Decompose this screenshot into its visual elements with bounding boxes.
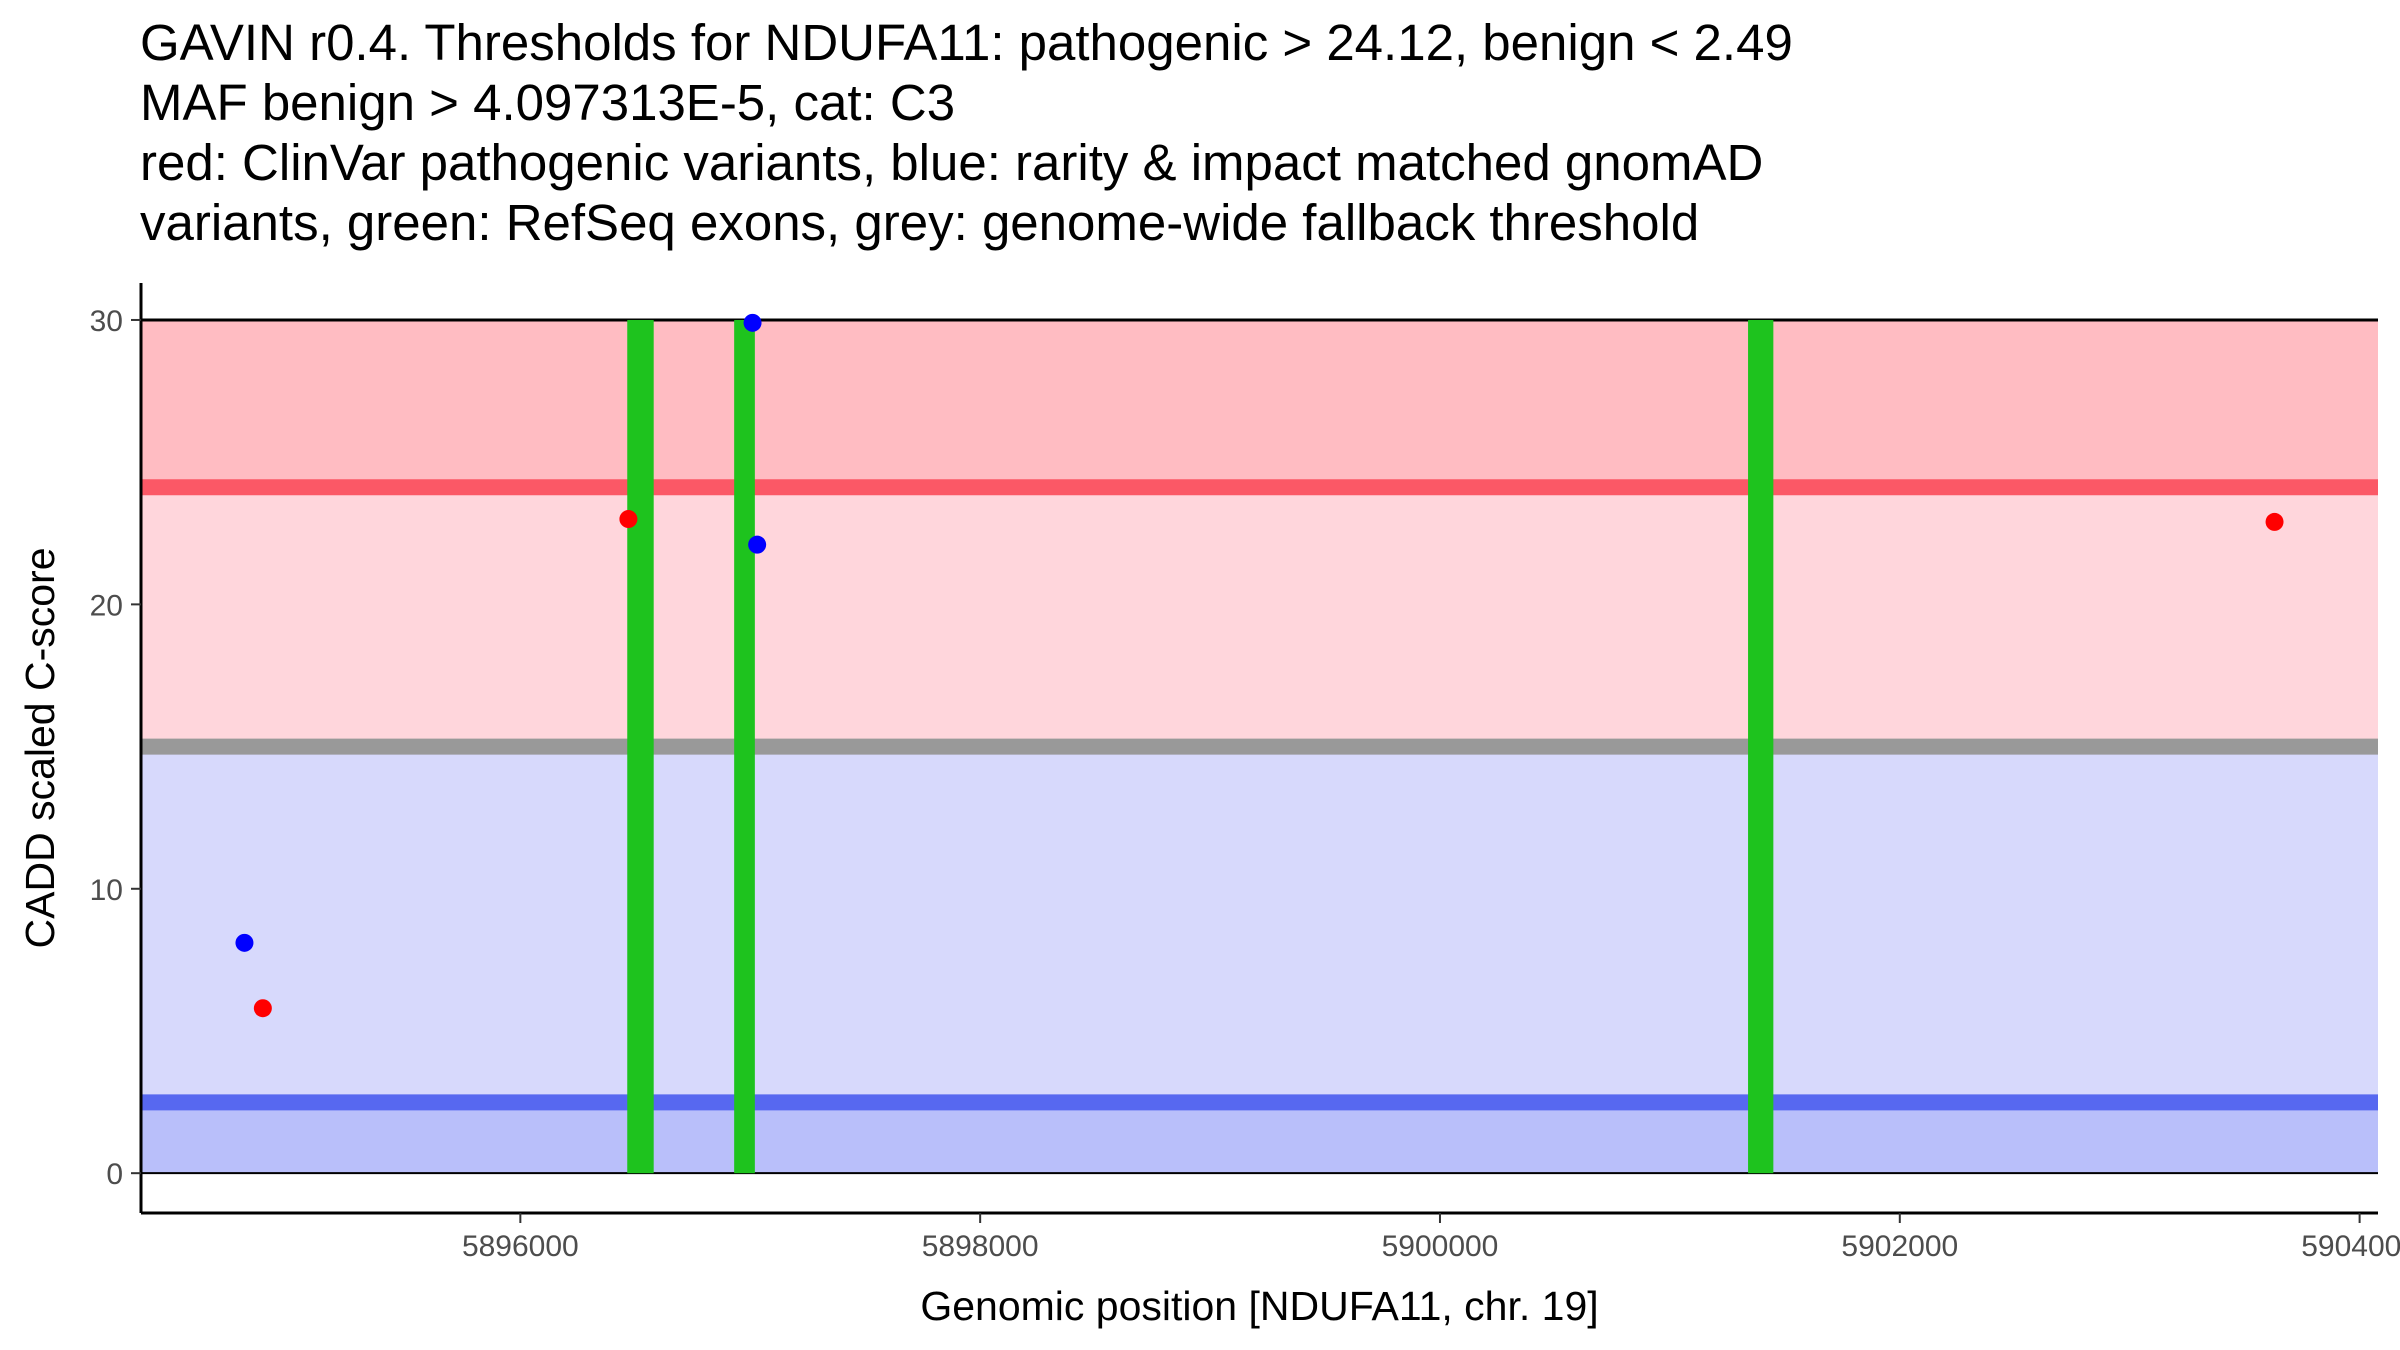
threshold-band — [141, 1102, 2378, 1174]
x-tick-label: 5900000 — [1382, 1230, 1499, 1263]
plot-area — [141, 313, 2378, 1175]
y-tick-label: 20 — [90, 589, 123, 622]
data-point — [2265, 512, 2284, 531]
x-tick-label: 5902000 — [1841, 1230, 1958, 1263]
axes: 0 10 20 30 5896000 5898000 5900000 5902000 59040… — [90, 283, 2400, 1263]
x-axis-label: Genomic position [NDUFA11, chr. 19] — [920, 1283, 1598, 1329]
data-point — [235, 933, 254, 952]
data-point — [748, 535, 767, 554]
chart-title-line: GAVIN r0.4. Thresholds for NDUFA11: path… — [140, 14, 1793, 71]
data-point — [743, 313, 762, 332]
x-tick-label: 5896000 — [462, 1230, 579, 1263]
chart-title-line: red: ClinVar pathogenic variants, blue: … — [140, 134, 1763, 191]
chart-title-line: variants, green: RefSeq exons, grey: gen… — [140, 194, 1699, 251]
y-tick-label: 10 — [90, 874, 123, 907]
threshold-band — [141, 487, 2378, 747]
threshold-band — [141, 746, 2378, 1103]
threshold-band — [141, 319, 2378, 488]
chart-title: GAVIN r0.4. Thresholds for NDUFA11: path… — [140, 14, 1793, 251]
y-tick-label: 30 — [90, 305, 123, 338]
plot-inner — [141, 313, 2378, 1175]
data-point — [619, 510, 638, 529]
exon-bar — [1748, 319, 1774, 1174]
x-tick-label: 5898000 — [922, 1230, 1039, 1263]
y-axis-label: CADD scaled C-score — [17, 548, 63, 949]
x-tick-label: 5904000 — [2301, 1230, 2400, 1263]
y-tick-label: 0 — [106, 1158, 123, 1191]
chart-title-line: MAF benign > 4.097313E-5, cat: C3 — [140, 74, 955, 131]
exon-bar — [627, 319, 654, 1174]
exon-bar — [734, 319, 755, 1174]
data-point — [253, 999, 272, 1018]
